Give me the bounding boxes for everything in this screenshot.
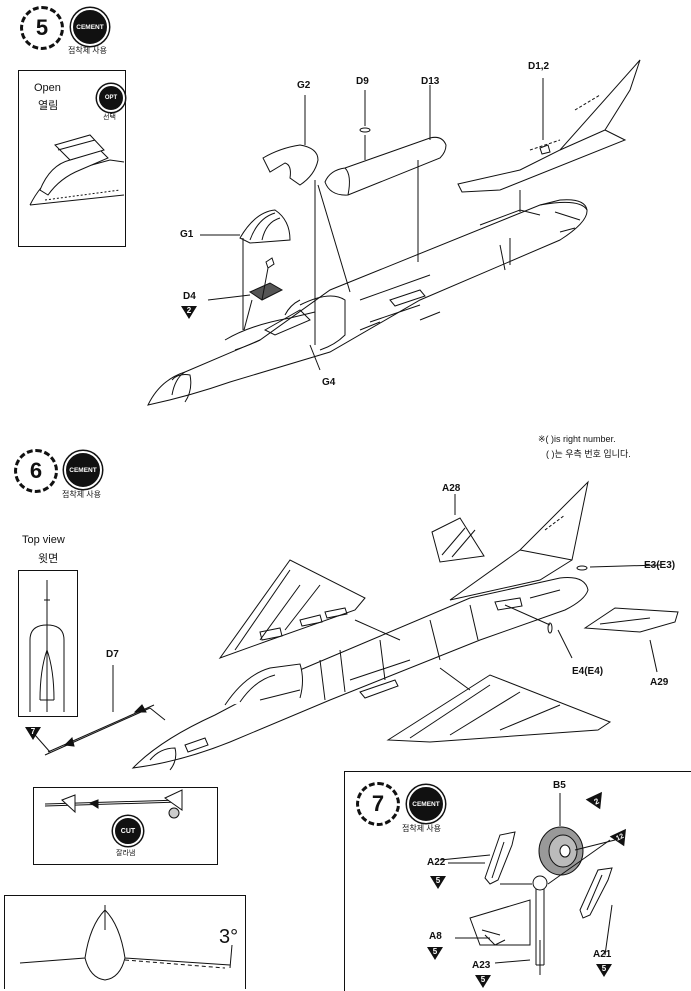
top-view-inset (18, 570, 78, 717)
paint-marker-d4-text: 2 (186, 306, 192, 315)
step-7-number: 7 (356, 782, 400, 826)
part-label-a23: A23 (472, 960, 491, 971)
paint-marker-b5-text: 2 (592, 796, 601, 807)
optional-instruction: 선택 (103, 114, 116, 121)
part-label-d9: D9 (356, 76, 369, 87)
paint-marker-d4: 2 (181, 306, 197, 319)
optional-badge-text: OPT (104, 95, 118, 101)
part-label-g4: G4 (322, 377, 336, 388)
cement-instruction: 접착제 사용 (68, 46, 108, 55)
part-label-a21: A21 (593, 949, 612, 960)
part-label-d7: D7 (106, 649, 119, 660)
part-label-a8: A8 (429, 931, 442, 942)
cement-instruction: 접착제 사용 (402, 824, 442, 833)
cement-badge-text: CEMENT (76, 23, 104, 31)
part-label-g2: G2 (297, 80, 311, 91)
cement-badge-text: CEMENT (412, 800, 440, 808)
cement-icon: CEMENT (64, 451, 102, 489)
step-6-number: 6 (14, 449, 58, 493)
top-view-title-ko: 윗면 (38, 553, 59, 565)
part-label-d4: D4 (183, 291, 196, 302)
paint-marker-d7: 7 (25, 727, 41, 740)
paint-marker-a22-text: 5 (435, 876, 441, 885)
part-label-d12: D1,2 (528, 61, 550, 72)
part-label-a22: A22 (427, 857, 446, 868)
paint-marker-a23-text: 5 (480, 975, 486, 984)
step-5-number-text: 5 (35, 15, 49, 40)
paint-marker-a21: 5 (596, 964, 612, 977)
paint-marker-a8-text: 5 (432, 947, 438, 956)
step-7-panel (344, 771, 691, 991)
step-7-number-text: 7 (371, 791, 385, 816)
paint-marker-a23: 5 (475, 975, 491, 988)
part-label-e4: E4(E4) (572, 666, 604, 677)
paint-marker-hub-text: 12 (615, 832, 626, 843)
step-6-number-text: 6 (29, 458, 43, 483)
part-label-a29: A29 (650, 677, 669, 688)
anhedral-angle: 3° (219, 926, 239, 948)
part-label-a28: A28 (442, 483, 461, 494)
paint-marker-a22: 5 (430, 876, 446, 889)
right-number-note: ※( )is right number. (538, 434, 616, 444)
part-label-d13: D13 (421, 76, 440, 87)
right-number-note-ko: ( )는 우측 번호 입니다. (546, 449, 631, 459)
cement-badge-text: CEMENT (69, 466, 97, 474)
cement-instruction: 접착제 사용 (62, 490, 102, 499)
cut-icon: CUT (113, 816, 143, 846)
inset-title-ko: 열림 (38, 100, 59, 112)
inset-title-en: Open (34, 82, 61, 94)
cut-instruction: 잘라냄 (116, 850, 136, 857)
anhedral-inset (4, 895, 246, 989)
paint-marker-a21-text: 5 (601, 964, 607, 973)
paint-marker-a8: 5 (427, 947, 443, 960)
top-view-title-en: Top view (22, 534, 65, 546)
cut-badge-text: CUT (120, 827, 136, 835)
part-label-b5: B5 (553, 780, 566, 791)
optional-icon: OPT (97, 84, 125, 112)
cement-icon: CEMENT (71, 8, 109, 46)
part-label-e3: E3(E3) (644, 560, 676, 571)
step-5-number: 5 (20, 6, 64, 50)
part-label-g1: G1 (180, 229, 194, 240)
paint-marker-d7-text: 7 (30, 727, 36, 736)
cement-icon: CEMENT (407, 785, 445, 823)
